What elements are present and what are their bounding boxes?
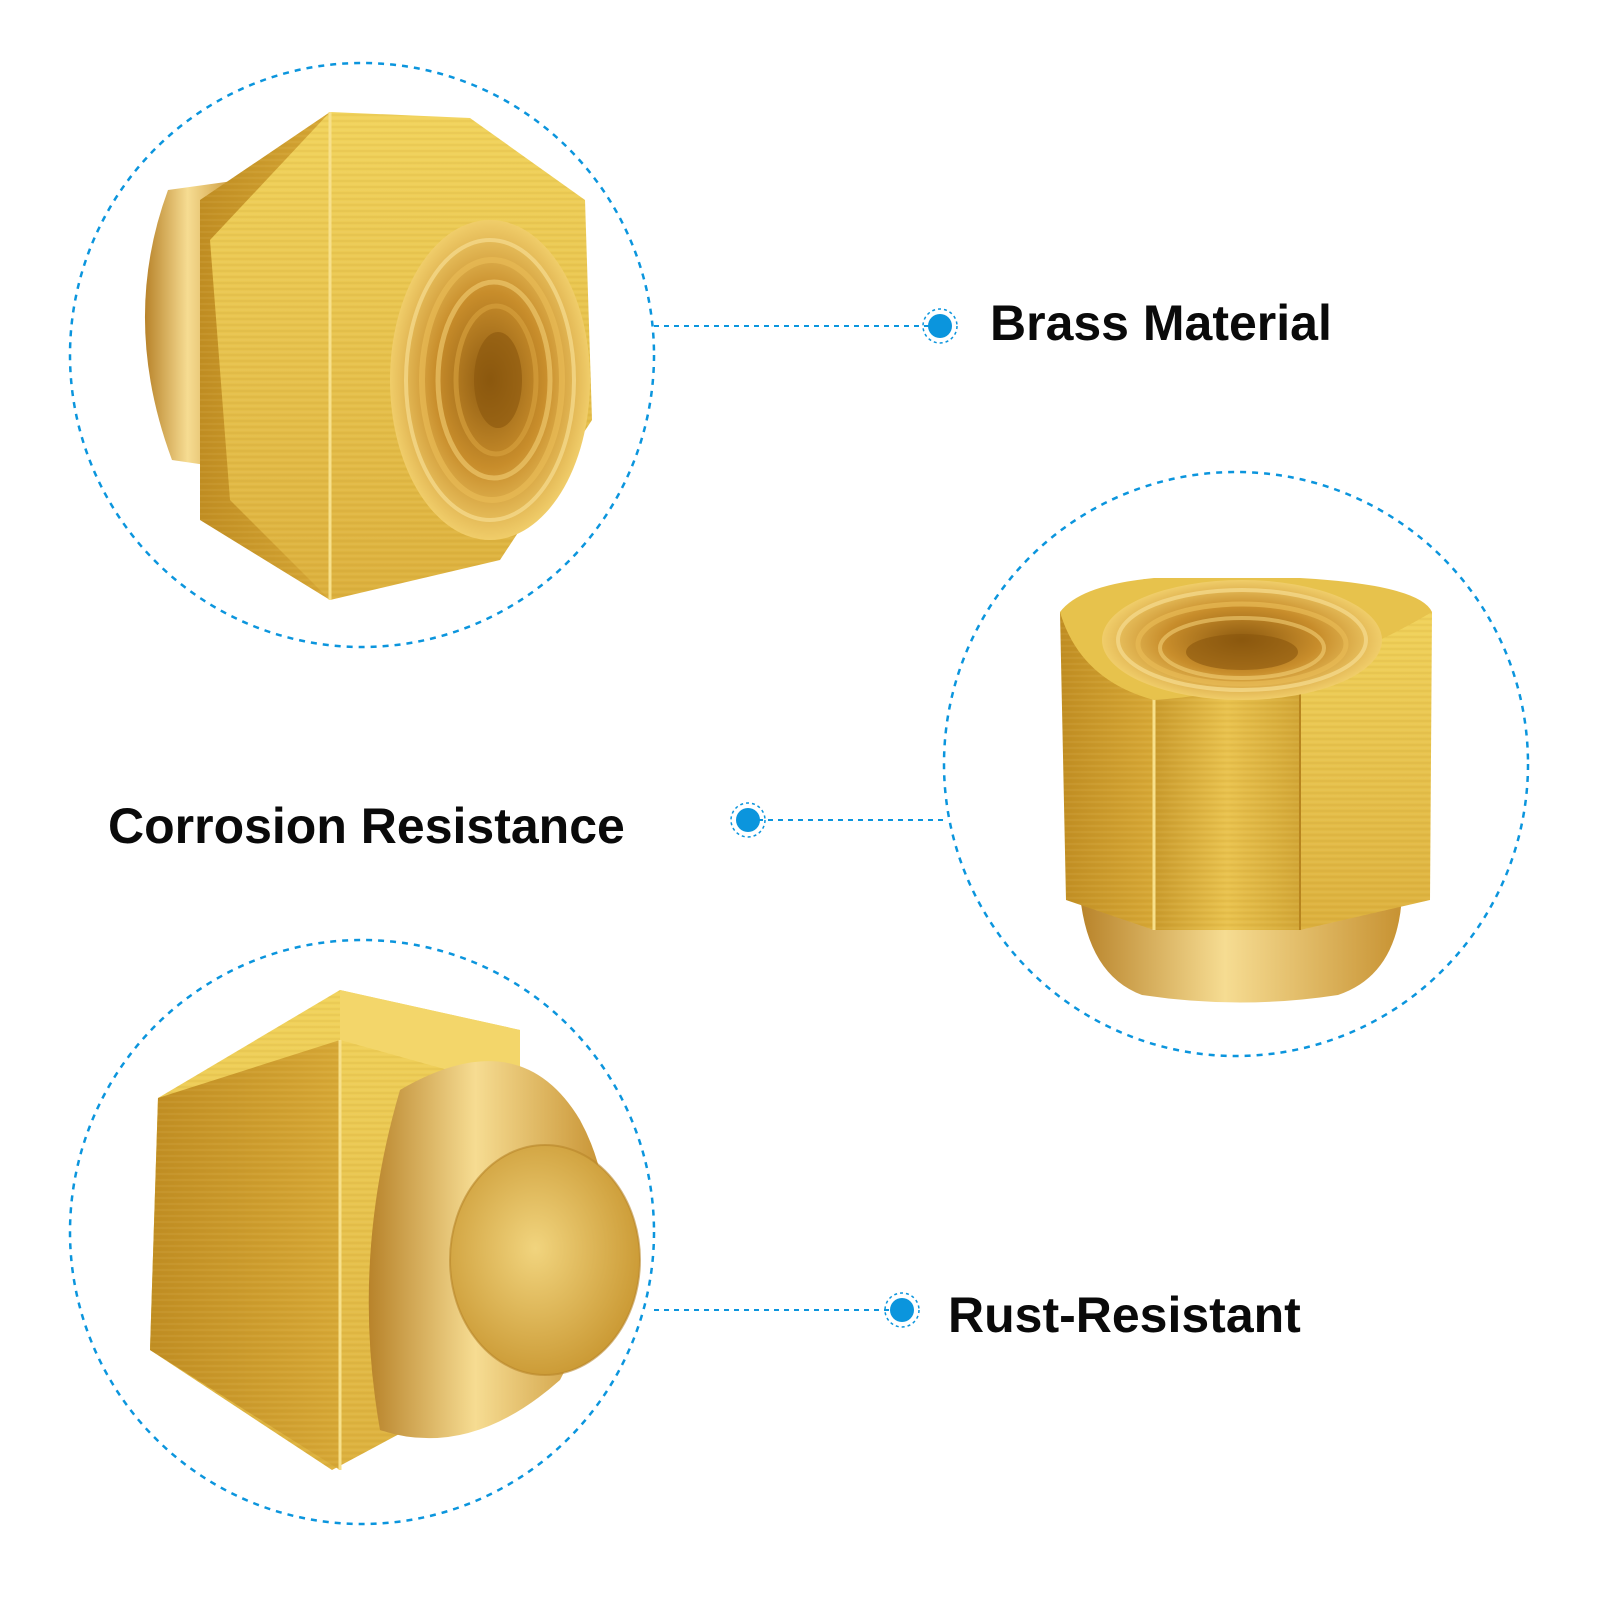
callout-circle-middle	[942, 470, 1530, 1058]
feature-label-rust-resistant: Rust-Resistant	[948, 1287, 1301, 1343]
connector-dot-middle	[736, 808, 760, 832]
callout-circle-top	[68, 61, 656, 649]
feature-label-brass-material: Brass Material	[990, 295, 1332, 351]
brass-cap-closed-end-view	[150, 990, 641, 1470]
connector-dot-top	[928, 314, 952, 338]
connector-dot-middle-ring	[730, 802, 766, 838]
brass-cap-side-view	[1060, 578, 1432, 1003]
connector-dot-bottom	[890, 1298, 914, 1322]
brass-cap-threaded-view	[144, 112, 592, 600]
feature-label-corrosion-resistance: Corrosion Resistance	[108, 798, 625, 854]
callout-circle-bottom	[68, 938, 656, 1526]
connector-dot-top-ring	[922, 308, 958, 344]
connector-dot-bottom-ring	[884, 1292, 920, 1328]
